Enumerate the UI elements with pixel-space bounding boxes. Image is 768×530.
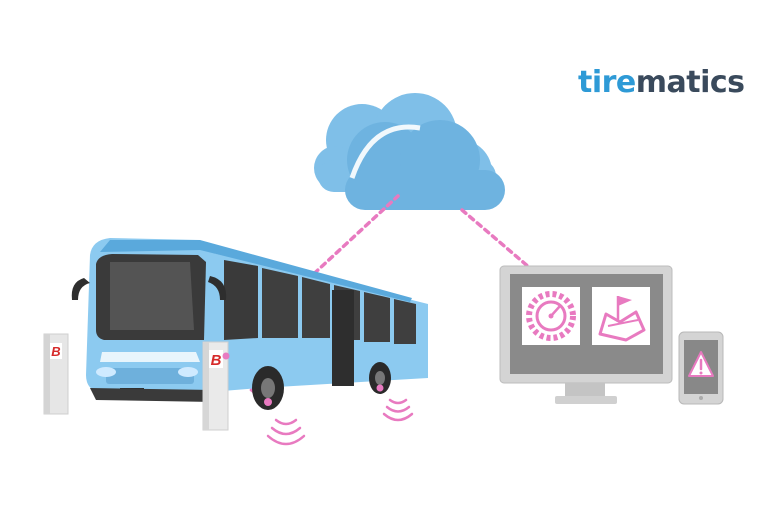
front-wheel <box>252 366 284 410</box>
logo-suffix: matics <box>635 65 745 100</box>
tirematics-logo: tirematics <box>578 68 745 98</box>
cloud-icon <box>314 93 505 210</box>
map-flag-icon <box>592 287 650 345</box>
smartphone <box>678 331 724 405</box>
tire-pressure-gauge-icon <box>522 287 580 345</box>
wheel-signal-arcs <box>266 398 414 446</box>
pillar-left-mark: B <box>51 344 60 359</box>
bus <box>71 238 428 410</box>
logo-prefix: tire <box>578 65 636 100</box>
pillar-front: B <box>202 341 230 431</box>
pillar-left: B <box>43 333 69 415</box>
bridgestone-b-icon: B <box>50 343 62 359</box>
link-cloud-to-monitor <box>460 208 532 270</box>
monitor <box>499 265 673 404</box>
rear-wheel <box>369 362 391 394</box>
bridgestone-b-icon: B <box>209 350 223 369</box>
warning-triangle-icon <box>688 351 714 377</box>
pillar-front-mark: B <box>211 352 222 369</box>
